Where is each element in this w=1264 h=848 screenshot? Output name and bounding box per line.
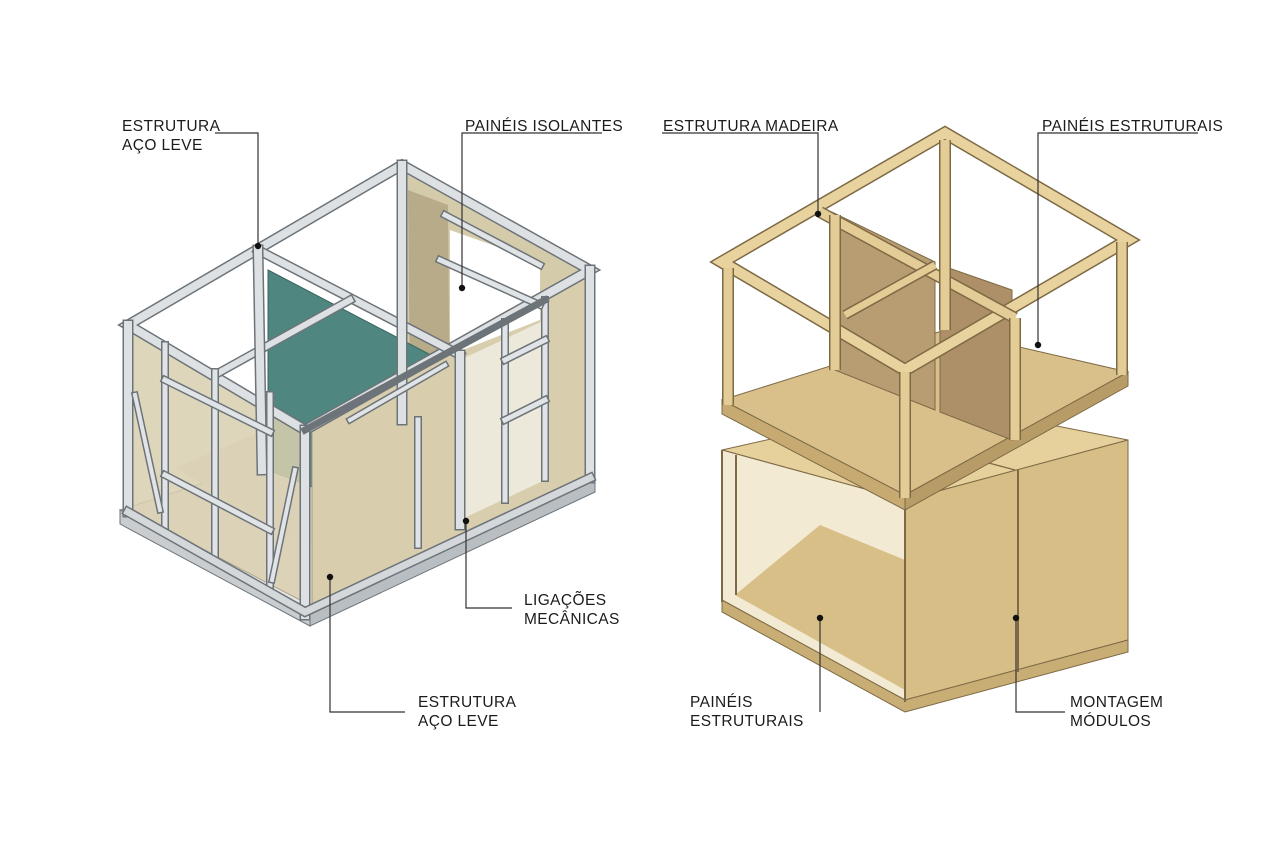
back-opening: [450, 230, 540, 355]
label-module-assembly: MONTAGEM MÓDULOS: [1070, 693, 1163, 731]
label-structural-panels-top: PAINÉIS ESTRUTURAIS: [1042, 117, 1223, 136]
label-steel-structure-top: ESTRUTURA AÇO LEVE: [122, 117, 220, 155]
label-steel-structure-bottom: ESTRUTURA AÇO LEVE: [418, 693, 516, 731]
label-line: PAINÉIS ISOLANTES: [465, 118, 624, 135]
label-line: ESTRUTURA: [418, 694, 517, 711]
label-timber-structure: ESTRUTURA MADEIRA: [663, 117, 839, 136]
steel-frame-module: [117, 158, 602, 627]
label-line: MONTAGEM: [1070, 694, 1164, 711]
lower-module-posts: [721, 450, 1019, 702]
leader-dots: [254, 210, 1042, 622]
label-insulating-panels: PAINÉIS ISOLANTES: [465, 117, 623, 136]
label-line: LIGAÇÕES: [524, 592, 607, 609]
timber-members: [709, 125, 1141, 498]
lower-module-top-seam: [984, 461, 1016, 471]
label-line: MÓDULOS: [1070, 713, 1152, 730]
label-line: MECÂNICAS: [524, 611, 620, 628]
label-mechanical-connections: LIGAÇÕES MECÂNICAS: [524, 591, 620, 629]
upper-module-floor-edge-right: [904, 371, 1129, 511]
steel-members: [117, 158, 602, 621]
lower-module-inner-floor: [735, 525, 905, 690]
label-structural-panels-bottom: PAINÉIS ESTRUTURAIS: [690, 693, 804, 731]
leader-lines: [215, 132, 1198, 713]
label-line: ESTRUTURA: [122, 118, 221, 135]
label-line: PAINÉIS ESTRUTURAIS: [1042, 118, 1224, 135]
label-line: AÇO LEVE: [418, 713, 499, 730]
label-line: AÇO LEVE: [122, 137, 203, 154]
timber-frame-modules: [709, 125, 1141, 713]
label-line: ESTRUTURA MADEIRA: [663, 118, 839, 135]
label-line: ESTRUTURAIS: [690, 713, 804, 730]
label-line: PAINÉIS: [690, 694, 753, 711]
